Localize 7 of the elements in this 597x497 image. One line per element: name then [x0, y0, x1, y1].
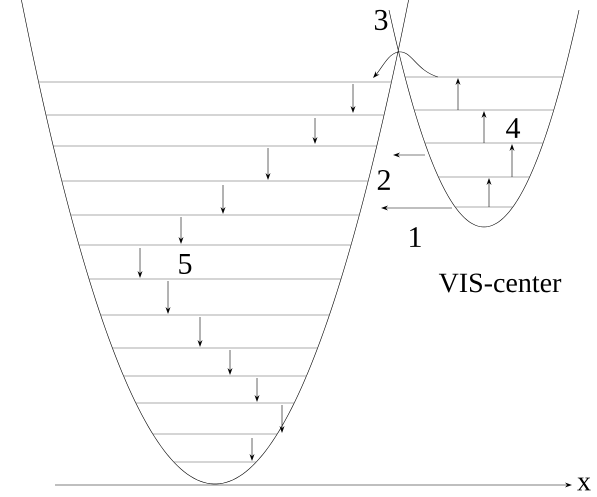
- axis-label: x: [577, 478, 591, 490]
- number-label: 3: [374, 10, 388, 30]
- number-label: 1: [410, 227, 421, 247]
- number-label: 2: [378, 170, 390, 190]
- center-label: VIS-center: [438, 274, 562, 292]
- number-label: 5: [179, 254, 192, 274]
- number-label: 4: [506, 118, 520, 138]
